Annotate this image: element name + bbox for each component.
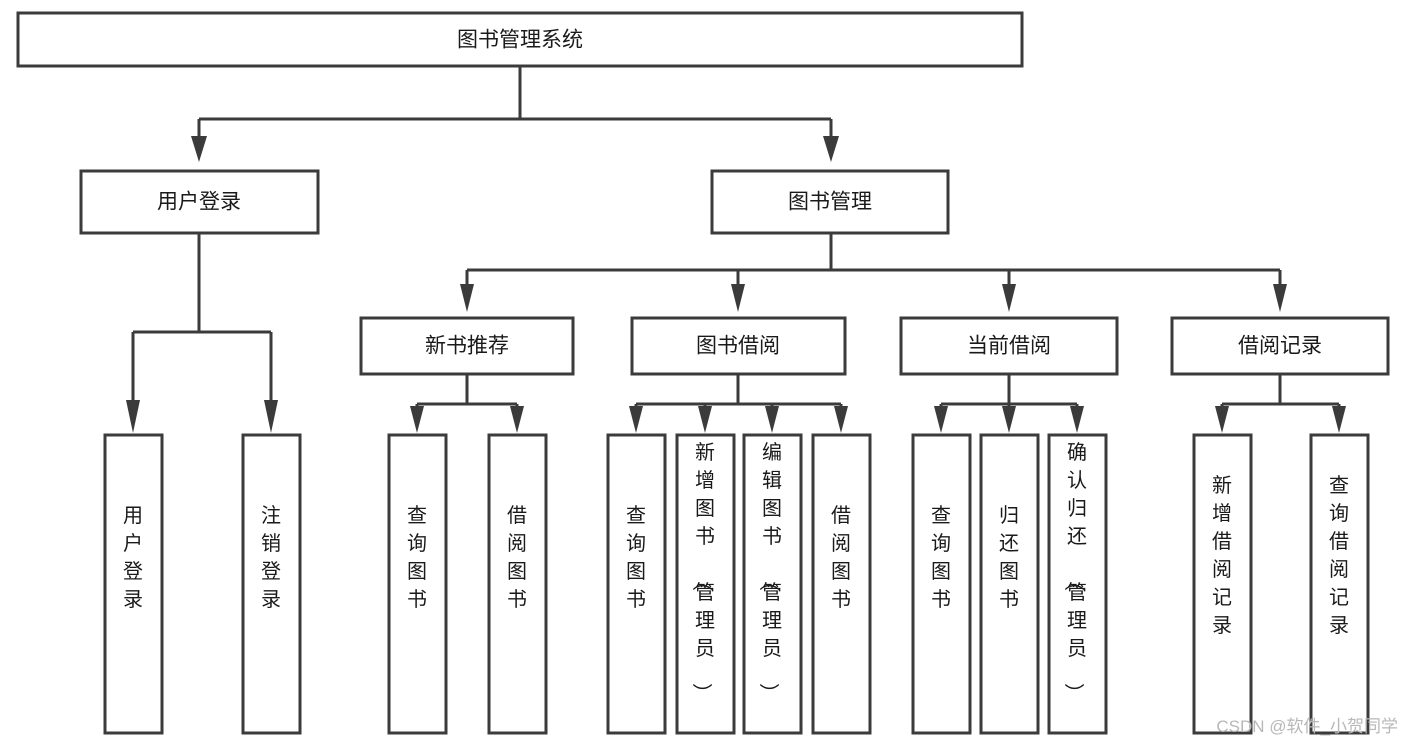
connector-currentborrow-to-leaves [934,375,1084,433]
node-new-book-recommend[interactable]: 新书推荐 [359,316,575,376]
connector-newbook-to-leaves [410,375,524,433]
arrow-head-leaf-add-book [698,406,712,433]
connector-root-to-level1 [191,66,839,162]
leaf-query-book-1-label: 查询图书 [407,504,427,611]
leaf-user-login-box[interactable] [103,433,164,735]
arrow-head-leaf-add-record [1215,406,1229,433]
node-user-login-label: 用户登录 [157,191,241,214]
leaf-confirm-return-box[interactable] [1047,433,1108,735]
leaf-user-login-label: 用户登录 [123,505,143,611]
leaf-edit-book[interactable]: 编辑图书（管理员） [742,433,803,735]
connector-bookmanage-to-level2 [460,233,1287,312]
arrow-head-leaf-borrow-book-2 [834,406,848,433]
leaf-return-book[interactable]: 归还图书 [979,433,1040,735]
leaf-edit-book-box[interactable] [742,433,803,735]
leaf-query-book-3-label: 查询图书 [931,504,951,611]
leaf-user-logout-label: 注销登录 [261,504,281,611]
node-borrow-record-label: 借阅记录 [1238,335,1322,358]
arrow-head-user-login [191,136,207,162]
leaf-query-record[interactable]: 查询借阅记录 [1309,433,1370,735]
arrow-head-leaf-query-book-3 [934,406,948,433]
leaf-return-book-label: 归还图书 [999,504,1019,611]
leaf-query-book-2-label: 查询图书 [626,504,646,611]
node-book-manage-label: 图书管理 [788,191,872,214]
node-borrow-record-box[interactable] [1170,316,1390,376]
connector-userlogin-to-leaves [126,233,278,433]
connector-borrowrecord-to-leaves [1215,375,1346,433]
leaf-query-book-3-box[interactable] [911,433,972,735]
node-user-login-box[interactable] [79,169,320,235]
arrow-head-new-book-recommend [460,284,474,312]
arrow-head-leaf-borrow-book-1 [510,406,524,433]
arrow-head-leaf-query-book-1 [410,406,424,433]
node-book-manage[interactable]: 图书管理 [710,169,950,235]
node-new-book-recommend-box[interactable] [359,316,575,376]
leaf-borrow-book-2-box[interactable] [811,433,872,735]
csdn-watermark: CSDN @软件_小贺同学 [1216,717,1398,736]
leaf-query-book-3[interactable]: 查询图书 [911,433,972,735]
leaf-query-record-label: 查询借阅记录 [1329,474,1349,637]
arrow-head-book-borrow [731,284,745,312]
node-new-book-recommend-label: 新书推荐 [425,335,509,358]
leaf-add-book[interactable]: 新增图书（管理员） [675,433,736,735]
node-book-borrow[interactable]: 图书借阅 [630,316,847,376]
connector-bookborrow-to-leaves [629,375,848,433]
leaf-user-login[interactable]: 用户登录 [103,433,164,735]
node-book-borrow-label: 图书借阅 [696,335,780,358]
leaf-add-record-box[interactable] [1192,433,1253,735]
leaf-user-logout[interactable]: 注销登录 [241,433,302,735]
leaf-add-record-label: 新增借阅记录 [1212,474,1232,637]
leaf-add-book-box[interactable] [675,433,736,735]
node-current-borrow-box[interactable] [899,316,1119,376]
arrow-head-book-manage [823,136,839,162]
arrow-head-leaf-user-login [126,400,140,433]
node-root[interactable]: 图书管理系统 [16,11,1024,68]
leaf-query-book-2-box[interactable] [606,433,667,735]
leaf-query-book-1-box[interactable] [387,433,448,735]
node-user-login[interactable]: 用户登录 [79,169,320,235]
leaf-query-book-1[interactable]: 查询图书 [387,433,448,735]
leaf-confirm-return-label: 确认归还（管理员） [1062,441,1087,703]
arrow-head-borrow-record [1273,284,1287,312]
leaf-confirm-return[interactable]: 确认归还（管理员） [1047,433,1108,735]
leaf-add-book-label: 新增图书（管理员） [690,441,715,703]
leaf-user-logout-box[interactable] [241,433,302,735]
arrow-head-leaf-edit-book [765,406,779,433]
arrow-head-leaf-query-record [1332,406,1346,433]
leaf-borrow-book-1-label: 借阅图书 [507,504,527,611]
leaf-borrow-book-1-box[interactable] [487,433,548,735]
leaf-query-record-box[interactable] [1309,433,1370,735]
leaf-borrow-book-1[interactable]: 借阅图书 [487,433,548,735]
leaf-return-book-box[interactable] [979,433,1040,735]
node-borrow-record[interactable]: 借阅记录 [1170,316,1390,376]
node-current-borrow-label: 当前借阅 [967,335,1051,358]
leaf-borrow-book-2[interactable]: 借阅图书 [811,433,872,735]
node-current-borrow[interactable]: 当前借阅 [899,316,1119,376]
leaf-edit-book-label: 编辑图书（管理员） [757,441,782,703]
leaf-borrow-book-2-label: 借阅图书 [831,504,851,611]
leaf-query-book-2[interactable]: 查询图书 [606,433,667,735]
arrow-head-leaf-user-logout [264,400,278,433]
node-book-manage-box[interactable] [710,169,950,235]
node-root-box[interactable] [16,11,1024,68]
arrow-head-leaf-query-book-2 [629,406,643,433]
arrow-head-current-borrow [1002,284,1016,312]
leaf-add-record[interactable]: 新增借阅记录 [1192,433,1253,735]
arrow-head-leaf-return-book [1002,406,1016,433]
node-book-borrow-box[interactable] [630,316,847,376]
arrow-head-leaf-confirm-return [1070,406,1084,433]
node-root-label: 图书管理系统 [457,29,583,52]
